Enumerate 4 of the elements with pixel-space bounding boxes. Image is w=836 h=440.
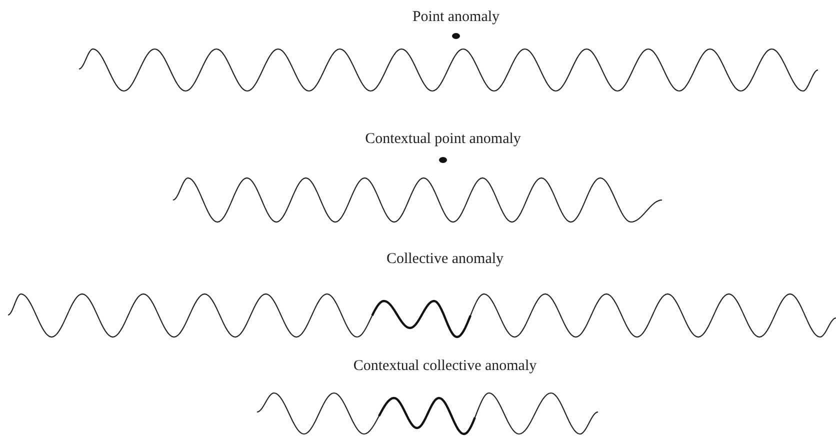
panel-title: Contextual point anomaly [365, 130, 521, 148]
panel-title: Contextual collective anomaly [353, 357, 537, 375]
panel-title: Point anomaly [412, 8, 500, 26]
panel-title: Collective anomaly [386, 250, 504, 268]
